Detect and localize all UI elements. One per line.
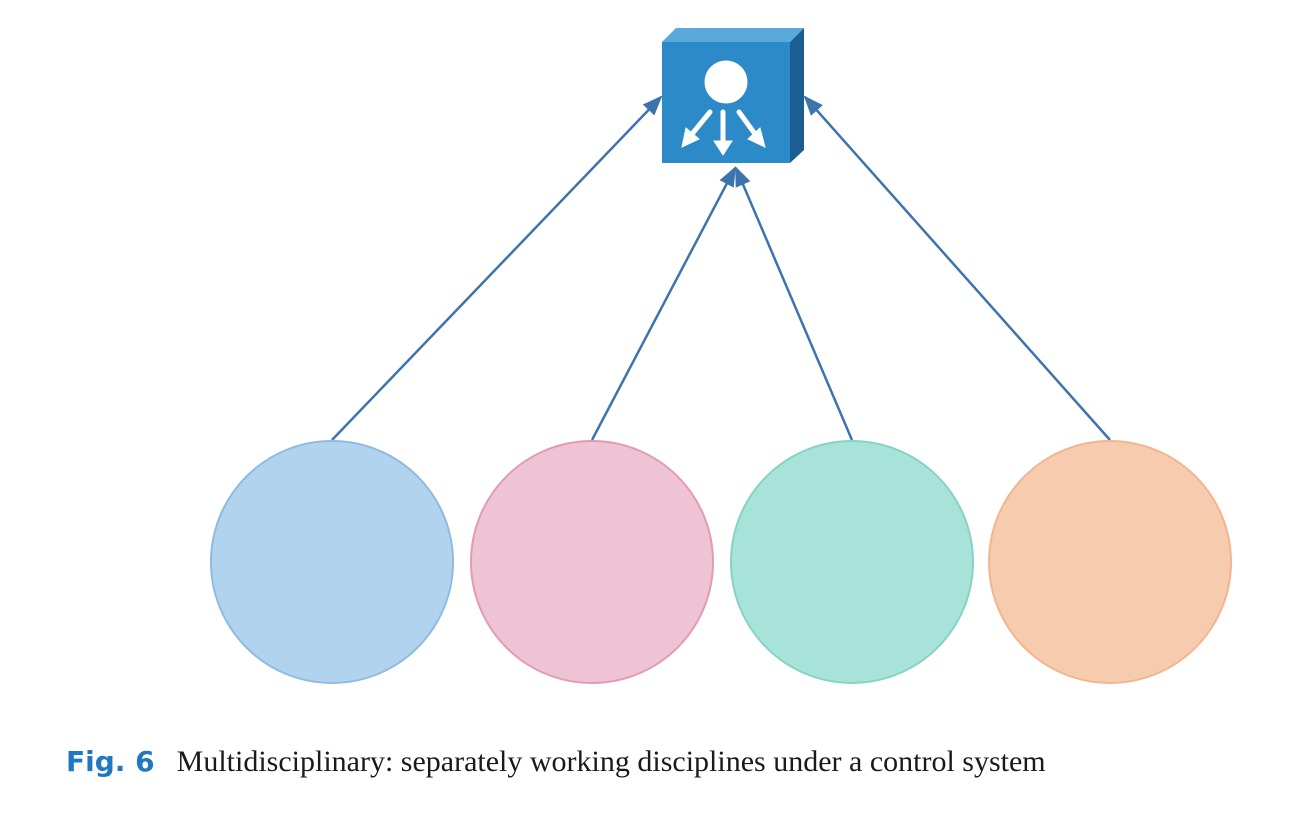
- discipline-circle-2: [470, 440, 714, 684]
- figure-caption: Fig. 6 Multidisciplinary: separately work…: [66, 742, 1046, 782]
- connector-4: [803, 95, 1111, 441]
- figure-label: Fig. 6: [66, 745, 155, 778]
- router-distribution-icon: [681, 60, 766, 156]
- connectors: [331, 95, 1111, 441]
- discipline-circle-3: [730, 440, 974, 684]
- connector-2: [590, 166, 737, 441]
- hub-top-face: [662, 28, 804, 42]
- connector-3: [734, 166, 854, 441]
- multidisciplinary-diagram: [210, 28, 1232, 684]
- discipline-circle-1: [210, 440, 454, 684]
- connector-1: [331, 95, 663, 441]
- discipline-circle-4: [988, 440, 1232, 684]
- control-system-hub: [662, 28, 804, 163]
- disciplines: [210, 440, 1232, 684]
- hub-side-face: [790, 28, 804, 163]
- figure-caption-text: Multidisciplinary: separately working di…: [176, 745, 1046, 778]
